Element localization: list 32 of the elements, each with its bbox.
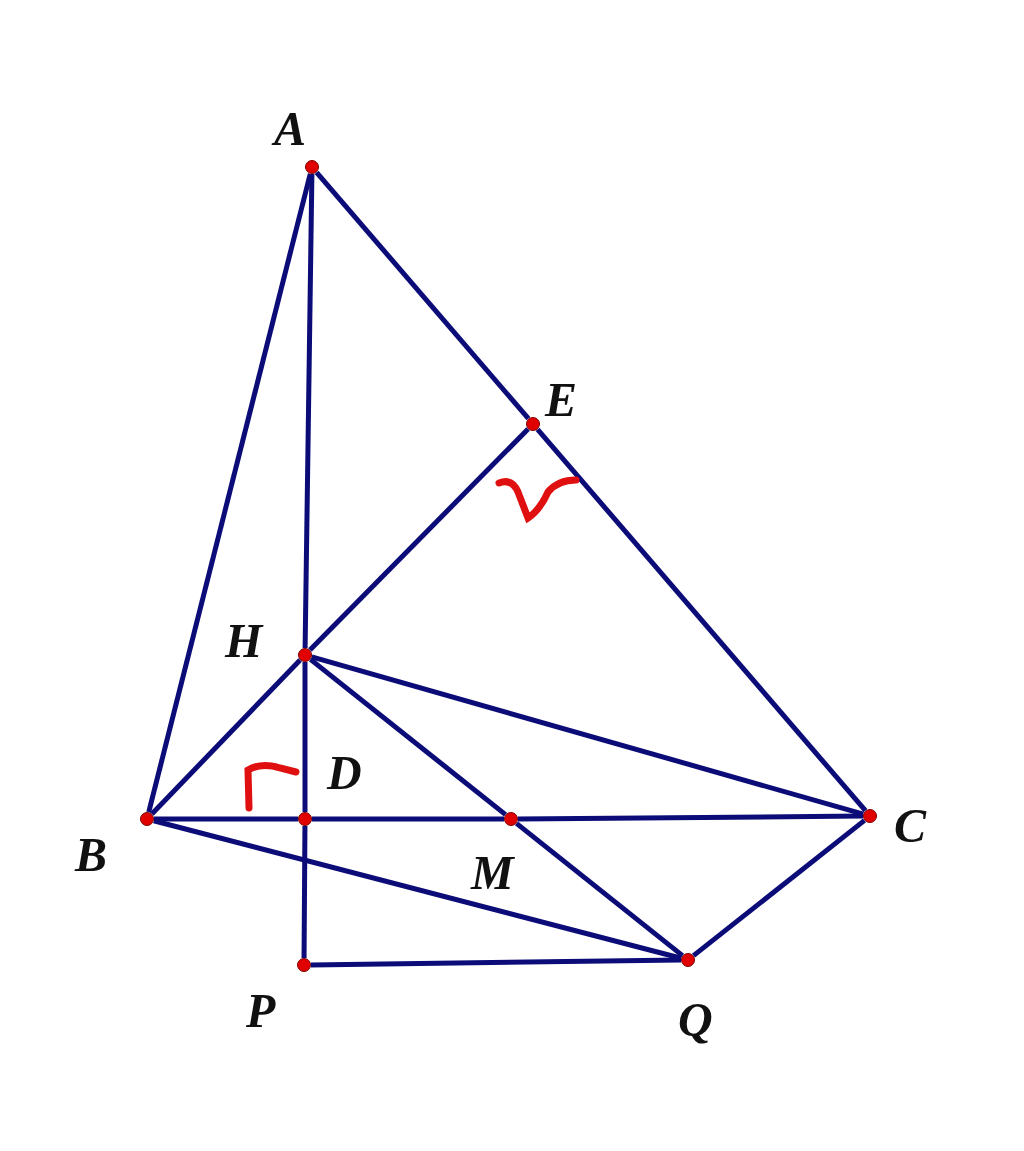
line-segment <box>691 818 867 958</box>
line-segment <box>154 816 298 822</box>
point-label: E <box>545 376 577 424</box>
point-label: M <box>471 849 514 897</box>
point-marker <box>504 812 518 826</box>
point-label: D <box>327 749 362 797</box>
point-label: B <box>75 831 107 879</box>
line-segment <box>310 957 682 968</box>
point-label: H <box>225 617 263 665</box>
line-segment <box>302 173 315 649</box>
line-segment <box>150 658 302 816</box>
point-marker <box>681 953 695 967</box>
line-segment <box>514 821 685 958</box>
line-segment <box>302 662 308 812</box>
point-marker <box>863 809 877 823</box>
point-label: P <box>246 987 276 1035</box>
point-marker <box>140 812 154 826</box>
point-label: Q <box>678 996 713 1044</box>
point-marker <box>298 648 312 662</box>
line-segment <box>314 170 531 421</box>
point-marker <box>305 160 319 174</box>
point-marker <box>297 958 311 972</box>
line-segment <box>517 813 864 822</box>
line-segment <box>312 816 504 822</box>
line-segment <box>311 654 864 817</box>
point-label: C <box>894 802 926 850</box>
line-segment <box>301 826 308 958</box>
line-segment <box>308 657 508 817</box>
line-segment <box>153 818 682 961</box>
point-marker <box>298 812 312 826</box>
line-segment <box>535 427 868 813</box>
line-segment <box>308 427 530 652</box>
